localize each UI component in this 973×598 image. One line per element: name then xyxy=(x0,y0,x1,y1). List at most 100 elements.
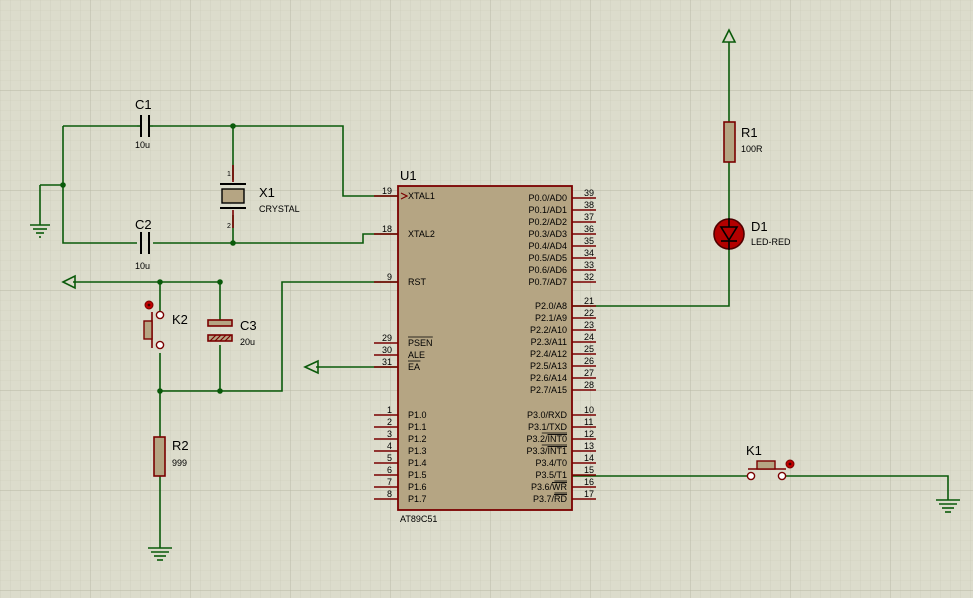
u1-pin-name: P2.3/A11 xyxy=(531,337,567,347)
u1-pin-name-text: P2.3/A11 xyxy=(531,337,567,347)
u1-pin-name-text: P0.3/AD3 xyxy=(528,229,567,239)
u1-pin-name-overline-text: RD xyxy=(554,494,567,504)
capacitor-c3[interactable] xyxy=(207,319,233,342)
u1-pin-name: P0.4/AD4 xyxy=(528,241,567,251)
u1-pin-name: P1.2 xyxy=(408,434,427,444)
u1-pin-name-overline-text: WR xyxy=(552,482,567,492)
u1-ref-label: U1 xyxy=(400,168,417,183)
u1-pin-number: 11 xyxy=(584,417,593,427)
u1-pin-name: ALE xyxy=(408,350,425,360)
u1-pin-number: 6 xyxy=(387,465,392,475)
u1-pin-name-text: P2.1/A9 xyxy=(535,313,567,323)
u1-pin-name: EA xyxy=(408,362,420,372)
r2-ref-label: R2 xyxy=(172,438,189,453)
power-terminal-reset xyxy=(61,274,76,290)
u1-pin-number: 38 xyxy=(584,200,594,210)
ground-symbol-reset xyxy=(148,547,172,561)
c2-ref-label: C2 xyxy=(135,217,152,232)
c2-value-label: 10u xyxy=(135,261,150,271)
d1-value-label: LED-RED xyxy=(751,237,791,247)
u1-pin-number: 36 xyxy=(584,224,594,234)
r2-value-label: 999 xyxy=(172,458,187,468)
ground-symbol-crystal xyxy=(30,224,50,238)
u1-pin-number: 22 xyxy=(584,308,594,318)
u1-pin-name: P2.4/A12 xyxy=(530,349,567,359)
u1-pin-number: 34 xyxy=(584,248,594,258)
push-button-k2[interactable] xyxy=(143,300,165,350)
c1-value-label: 10u xyxy=(135,140,150,150)
crystal-x1[interactable] xyxy=(220,165,246,228)
u1-pin-name: RST xyxy=(408,277,427,287)
push-button-k1[interactable] xyxy=(746,459,795,481)
u1-pin-name-text: P0.2/AD2 xyxy=(528,217,567,227)
u1-pin-name-text: P3.7/ xyxy=(533,494,555,504)
u1-pin-name: P0.2/AD2 xyxy=(528,217,567,227)
u1-pin-name: P3.7/RD xyxy=(533,494,568,504)
u1-pin-name: P0.1/AD1 xyxy=(528,205,567,215)
resistor-r2[interactable] xyxy=(153,436,166,477)
u1-pin-number: 10 xyxy=(584,405,594,415)
u1-pin-number: 17 xyxy=(584,489,594,499)
resistor-r1[interactable] xyxy=(723,121,736,163)
u1-pin-number: 29 xyxy=(382,333,392,343)
u1-pin-name: P1.3 xyxy=(408,446,427,456)
u1-pin-number: 28 xyxy=(584,380,594,390)
x1-value-label: CRYSTAL xyxy=(259,204,300,214)
u1-pin-name: P3.1/TXD xyxy=(528,422,568,432)
ground-symbol-k1 xyxy=(936,499,960,513)
u1-pin-number: 1 xyxy=(387,405,392,415)
x1-pin1-label: 1 xyxy=(227,171,231,178)
u1-pin-number: 5 xyxy=(387,453,392,463)
x1-pin2-label: 2 xyxy=(227,223,231,230)
u1-pin-name: P2.2/A10 xyxy=(530,325,567,335)
c3-ref-label: C3 xyxy=(240,318,257,333)
u1-pin-name: PSEN xyxy=(408,338,433,348)
u1-pin-name-text: P3.6/ xyxy=(531,482,553,492)
capacitor-c1[interactable] xyxy=(137,115,153,137)
u1-pin-number: 26 xyxy=(584,356,594,366)
led-d1[interactable] xyxy=(713,218,745,250)
u1-pin-number: 39 xyxy=(584,188,594,198)
u1-pin-name: P2.1/A9 xyxy=(535,313,567,323)
u1-pin-name: P1.1 xyxy=(408,422,427,432)
u1-pin-name-text: P0.5/AD5 xyxy=(528,253,567,263)
u1-pin-name-text: P2.7/A15 xyxy=(530,385,567,395)
u1-pin-name-text: P3.5/T1 xyxy=(535,470,567,480)
u1-pin-name-overline-text: INT1 xyxy=(547,446,567,456)
u1-pin-name-text: P2.2/A10 xyxy=(530,325,567,335)
u1-pin-number: 18 xyxy=(382,224,392,234)
u1-pin-number: 2 xyxy=(387,417,392,427)
capacitor-c2[interactable] xyxy=(140,232,150,254)
microcontroller-u1[interactable] xyxy=(397,185,573,511)
u1-pin-number: 24 xyxy=(584,332,594,342)
u1-pin-name: P2.7/A15 xyxy=(530,385,567,395)
junction-dots xyxy=(60,123,236,394)
u1-pin-name-text: P3.4/T0 xyxy=(535,458,567,468)
u1-pin-number: 25 xyxy=(584,344,594,354)
u1-pin-number: 27 xyxy=(584,368,594,378)
power-terminal-ea xyxy=(303,359,319,375)
u1-pin-number: 31 xyxy=(382,357,392,367)
power-terminal-top xyxy=(721,28,737,43)
u1-pin-name-text: P3.2/ xyxy=(526,434,548,444)
u1-pin-name-text: P2.0/A8 xyxy=(535,301,567,311)
u1-pin-name: P0.5/AD5 xyxy=(528,253,567,263)
u1-pin-name: P0.3/AD3 xyxy=(528,229,567,239)
u1-pin-name: P3.0/RXD xyxy=(527,410,568,420)
u1-pin-name: P3.3/INT1 xyxy=(526,446,567,456)
u1-pin-name-text: P0.6/AD6 xyxy=(528,265,567,275)
u1-pin-name: P2.0/A8 xyxy=(535,301,567,311)
u1-pin-name: P1.4 xyxy=(408,458,427,468)
u1-pin-name: P0.0/AD0 xyxy=(528,193,567,203)
d1-ref-label: D1 xyxy=(751,219,768,234)
u1-pin-number: 4 xyxy=(387,441,392,451)
r1-value-label: 100R xyxy=(741,144,763,154)
u1-pin-name-text: P2.5/A13 xyxy=(530,361,567,371)
u1-pin-number: 33 xyxy=(584,260,594,270)
u1-pin-number: 16 xyxy=(584,477,594,487)
u1-pin-number: 12 xyxy=(584,429,594,439)
c3-value-label: 20u xyxy=(240,337,255,347)
